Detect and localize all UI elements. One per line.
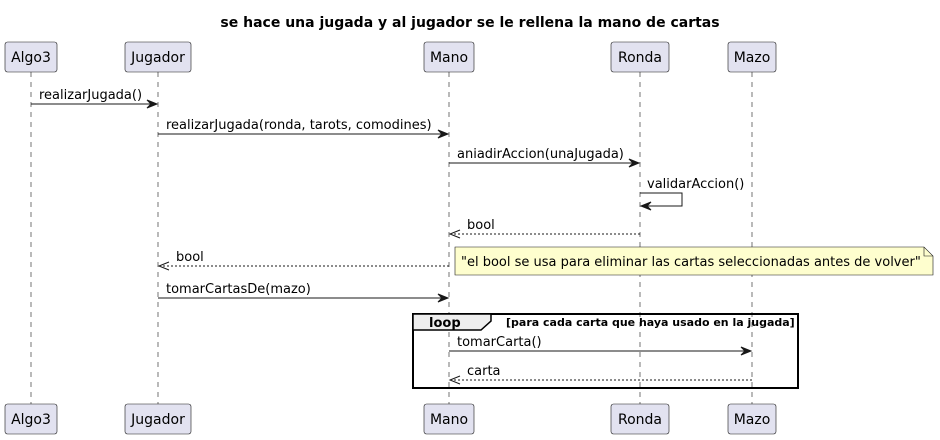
- loop-keyword: loop: [429, 316, 461, 331]
- message-2: realizarJugada(ronda, tarots, comodines): [158, 118, 450, 139]
- participant-box: [4, 41, 58, 73]
- arrow-head: [740, 346, 753, 356]
- note: "el bool se usa para eliminar las cartas…: [454, 246, 934, 276]
- message-5: bool: [448, 218, 640, 239]
- participants-bottom: Algo3 Jugador Mano Ronda Mazo: [4, 403, 777, 435]
- participant-label: Jugador: [130, 50, 185, 66]
- participant-label: Algo3: [11, 412, 51, 428]
- diagram-title: se hace una jugada y al jugador se le re…: [220, 15, 719, 31]
- participant-label: Algo3: [11, 50, 51, 66]
- participant-label: Ronda: [618, 50, 662, 66]
- loop-fragment: loop [para cada carta que haya usado en l…: [412, 313, 799, 389]
- participant-label: Mano: [430, 412, 468, 428]
- participant-box: [4, 403, 58, 435]
- arrow-head: [437, 129, 450, 139]
- messages: realizarJugada() realizarJugada(ronda, ta…: [31, 88, 753, 385]
- message-label: carta: [467, 364, 501, 379]
- message-9: carta: [448, 364, 752, 385]
- participant-jugador-top: Jugador: [124, 41, 192, 73]
- note-fold: [923, 247, 933, 257]
- participant-box: [423, 41, 475, 73]
- note-box: [454, 246, 934, 276]
- participant-box: [727, 41, 777, 73]
- message-label: bool: [467, 218, 495, 233]
- participant-box: [423, 403, 475, 435]
- participant-jugador-bottom: Jugador: [124, 403, 192, 435]
- message-label: aniadirAccion(unaJugada): [457, 147, 624, 162]
- message-8: tomarCarta(): [449, 335, 753, 356]
- arrow-head: [437, 293, 450, 303]
- arrow-head: [448, 375, 461, 385]
- participant-box: [124, 41, 192, 73]
- message-label: validarAccion(): [647, 177, 744, 192]
- participant-box: [727, 403, 777, 435]
- participant-box: [610, 41, 670, 73]
- message-label: bool: [176, 250, 204, 265]
- participant-ronda-bottom: Ronda: [610, 403, 670, 435]
- participant-label: Jugador: [130, 412, 185, 428]
- arrow-head: [639, 201, 652, 211]
- loop-frame: [412, 313, 799, 389]
- participant-mano-bottom: Mano: [423, 403, 475, 435]
- loop-guard: [para cada carta que haya usado en la ju…: [506, 316, 795, 329]
- participant-label: Mazo: [734, 412, 771, 428]
- message-line: [640, 192, 683, 207]
- participant-ronda-top: Ronda: [610, 41, 670, 73]
- arrow-head: [628, 158, 641, 168]
- participant-label: Mazo: [734, 50, 771, 66]
- message-1: realizarJugada(): [31, 88, 159, 109]
- message-label: tomarCarta(): [457, 335, 542, 350]
- participant-label: Ronda: [618, 412, 662, 428]
- participants-top: Algo3 Jugador Mano Ronda Mazo: [4, 41, 777, 73]
- participant-box: [124, 403, 192, 435]
- arrow-head: [448, 229, 461, 239]
- arrow-head: [146, 99, 159, 109]
- participant-algo3-top: Algo3: [4, 41, 58, 73]
- message-6: bool: [157, 250, 449, 271]
- arrow-head: [157, 261, 170, 271]
- message-label: realizarJugada(ronda, tarots, comodines): [166, 118, 432, 133]
- message-label: tomarCartasDe(mazo): [166, 282, 311, 297]
- participant-label: Mano: [430, 50, 468, 66]
- message-7: tomarCartasDe(mazo): [158, 282, 450, 303]
- message-3: aniadirAccion(unaJugada): [449, 147, 641, 168]
- participant-mazo-bottom: Mazo: [727, 403, 777, 435]
- participant-mano-top: Mano: [423, 41, 475, 73]
- participant-mazo-top: Mazo: [727, 41, 777, 73]
- participant-box: [610, 403, 670, 435]
- loop-header-tab: [412, 313, 492, 331]
- message-4: validarAccion(): [639, 177, 744, 211]
- note-text: "el bool se usa para eliminar las cartas…: [461, 255, 921, 270]
- participant-algo3-bottom: Algo3: [4, 403, 58, 435]
- message-label: realizarJugada(): [39, 88, 142, 103]
